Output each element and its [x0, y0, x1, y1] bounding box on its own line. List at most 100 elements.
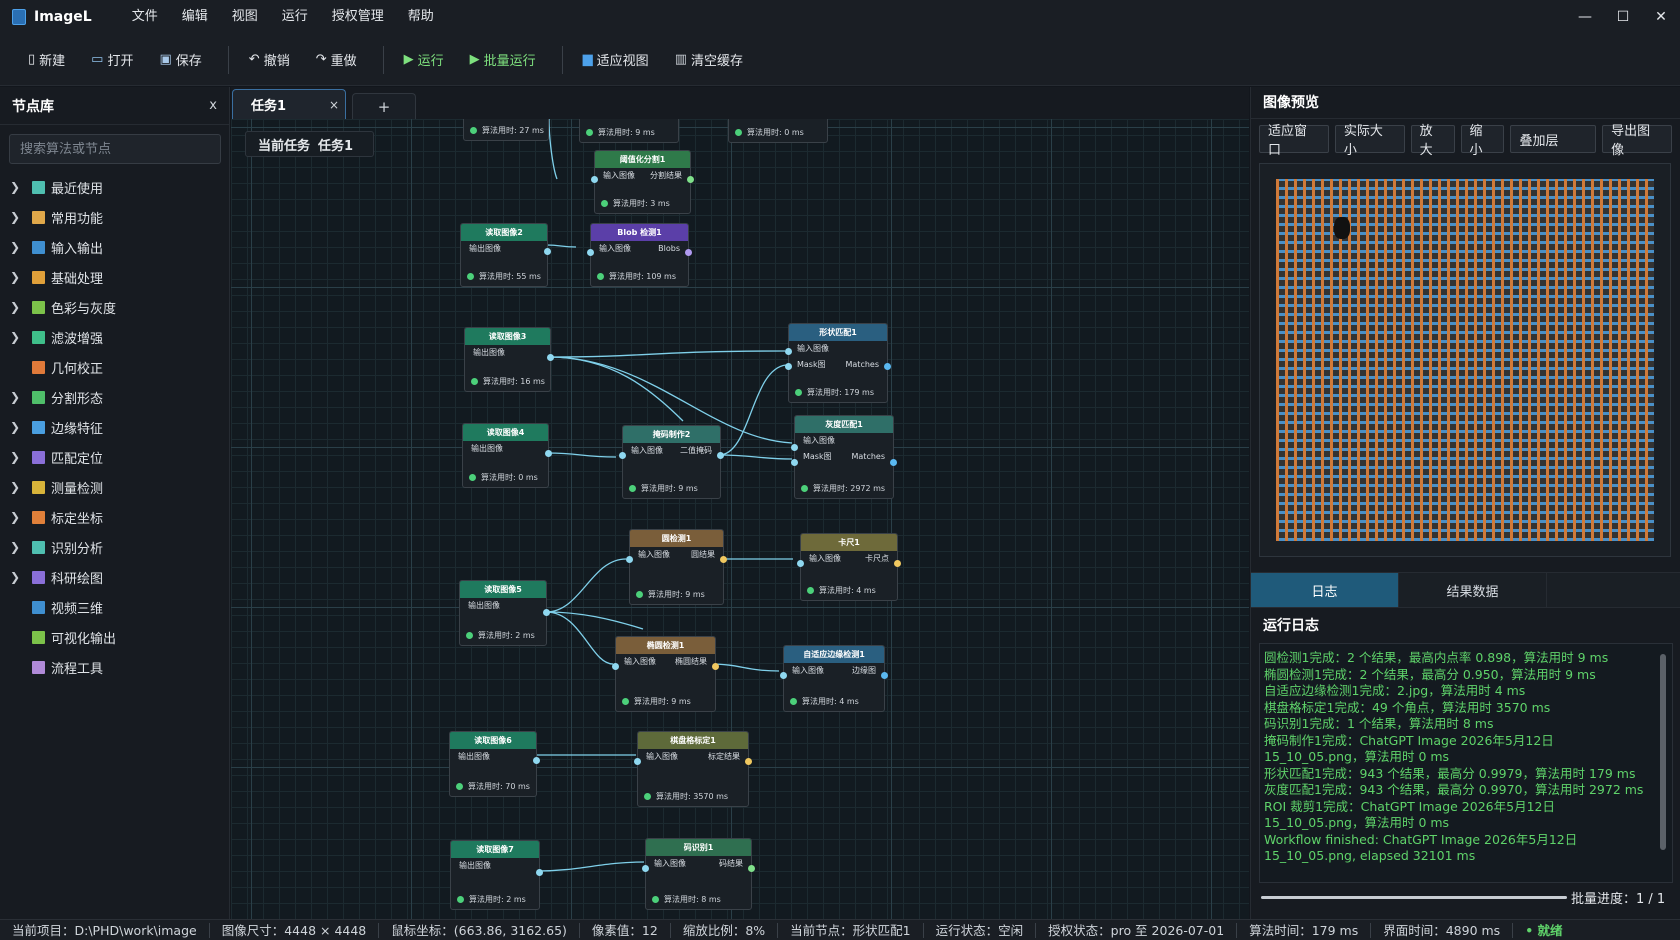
- menu-file[interactable]: 文件: [131, 9, 158, 24]
- output-port[interactable]: [881, 672, 888, 679]
- batch-run-button[interactable]: ▶批量运行: [460, 44, 546, 76]
- node-threshold-segmentation[interactable]: 阈值化分割1 输入图像分割结果 算法用时: 3 ms: [591, 150, 694, 214]
- add-tab-button[interactable]: +: [352, 93, 416, 119]
- menu-edit[interactable]: 编辑: [181, 9, 208, 24]
- category-item[interactable]: ❯分割形态: [0, 382, 229, 412]
- input-port[interactable]: [612, 663, 619, 670]
- output-port[interactable]: [720, 556, 727, 563]
- mask-port[interactable]: [791, 459, 798, 466]
- chevron-right-icon[interactable]: ❯: [10, 210, 21, 224]
- output-port[interactable]: [533, 757, 540, 764]
- category-item[interactable]: ❯输入输出: [0, 232, 229, 262]
- fit-view-button[interactable]: ▆适应视图: [573, 44, 659, 76]
- open-button[interactable]: ▭打开: [81, 44, 143, 76]
- redo-button[interactable]: ↷重做: [306, 44, 367, 76]
- menu-run[interactable]: 运行: [281, 9, 308, 24]
- output-port[interactable]: [687, 176, 694, 183]
- node-ellipse-detection[interactable]: 椭圆检测1 输入图像椭圆结果 算法用时: 9 ms: [612, 636, 719, 712]
- undo-button[interactable]: ↶撤销: [239, 44, 300, 76]
- input-port[interactable]: [587, 249, 594, 256]
- preview-viewport[interactable]: [1259, 163, 1671, 557]
- close-icon[interactable]: ×: [328, 97, 339, 112]
- export-image-button[interactable]: 导出图像: [1602, 124, 1672, 158]
- close-icon[interactable]: x: [209, 98, 217, 113]
- menu-view[interactable]: 视图: [231, 9, 258, 24]
- node-read-image-4[interactable]: 读取图像4 输出图像 算法用时: 0 ms: [462, 423, 552, 488]
- output-port[interactable]: [748, 865, 755, 872]
- chevron-right-icon[interactable]: ❯: [10, 510, 21, 524]
- input-port[interactable]: [626, 556, 633, 563]
- category-item[interactable]: 可视化输出: [0, 622, 229, 652]
- minimize-button[interactable]: —: [1578, 9, 1592, 25]
- overlay-select[interactable]: 叠加层: [1510, 125, 1597, 153]
- input-port[interactable]: [797, 560, 804, 567]
- output-port[interactable]: [712, 663, 719, 670]
- chevron-right-icon[interactable]: ❯: [10, 390, 21, 404]
- tab-result-data[interactable]: 结果数据: [1399, 573, 1547, 607]
- output-port[interactable]: [547, 354, 554, 361]
- chevron-right-icon[interactable]: ❯: [10, 240, 21, 254]
- category-item[interactable]: 几何校正: [0, 352, 229, 382]
- input-port[interactable]: [619, 452, 626, 459]
- fit-window-button[interactable]: 适应窗口: [1259, 124, 1329, 158]
- save-button[interactable]: ▣保存: [149, 44, 211, 76]
- category-item[interactable]: ❯科研绘图: [0, 562, 229, 592]
- output-port[interactable]: [544, 248, 551, 255]
- category-item[interactable]: ❯标定坐标: [0, 502, 229, 532]
- category-item[interactable]: ❯识别分析: [0, 532, 229, 562]
- chevron-right-icon[interactable]: ❯: [10, 570, 21, 584]
- category-item[interactable]: ❯色彩与灰度: [0, 292, 229, 322]
- workflow-node[interactable]: 算法用时: 0 ms: [728, 119, 828, 143]
- run-button[interactable]: ▶运行: [394, 44, 454, 76]
- tab-task1[interactable]: 任务1 ×: [232, 89, 346, 119]
- input-port[interactable]: [634, 758, 641, 765]
- node-read-image-7[interactable]: 读取图像7 输出图像 算法用时: 2 ms: [450, 840, 543, 910]
- input-port[interactable]: [791, 444, 798, 451]
- node-code-recognition[interactable]: 码识别1 输入图像码结果 算法用时: 8 ms: [642, 838, 755, 910]
- maximize-button[interactable]: ☐: [1616, 9, 1630, 25]
- output-port[interactable]: [543, 609, 550, 616]
- actual-size-button[interactable]: 实际大小: [1334, 124, 1405, 158]
- chevron-right-icon[interactable]: ❯: [10, 180, 21, 194]
- node-chessboard-calibration[interactable]: 棋盘格标定1 输入图像标定结果 算法用时: 3570 ms: [634, 731, 752, 807]
- workflow-node[interactable]: 算法用时: 27 ms: [463, 119, 549, 141]
- node-read-image-5[interactable]: 读取图像5 输出图像 算法用时: 2 ms: [459, 580, 550, 646]
- category-item[interactable]: ❯测量检测: [0, 472, 229, 502]
- chevron-right-icon[interactable]: ❯: [10, 330, 21, 344]
- new-button[interactable]: ▯新建: [18, 44, 75, 76]
- workflow-node[interactable]: 算法用时: 9 ms: [579, 119, 679, 143]
- category-item[interactable]: ❯常用功能: [0, 202, 229, 232]
- output-port[interactable]: [545, 450, 552, 457]
- chevron-right-icon[interactable]: ❯: [10, 270, 21, 284]
- node-read-image-2[interactable]: 读取图像2 输出图像 算法用时: 55 ms: [460, 223, 551, 287]
- node-read-image-3[interactable]: 读取图像3 输出图像 算法用时: 16 ms: [464, 327, 554, 392]
- output-port[interactable]: [894, 560, 901, 567]
- node-circle-detection[interactable]: 圆检测1 输入图像圆结果 算法用时: 9 ms: [626, 529, 727, 605]
- category-item[interactable]: ❯基础处理: [0, 262, 229, 292]
- tab-log[interactable]: 日志: [1251, 573, 1399, 607]
- menu-license[interactable]: 授权管理: [331, 9, 384, 24]
- output-port[interactable]: [890, 459, 897, 466]
- chevron-right-icon[interactable]: ❯: [10, 480, 21, 494]
- chevron-right-icon[interactable]: ❯: [10, 540, 21, 554]
- category-item[interactable]: ❯边缘特征: [0, 412, 229, 442]
- output-port[interactable]: [536, 869, 543, 876]
- input-port[interactable]: [780, 672, 787, 679]
- node-canvas[interactable]: 当前任务 任务1 算法用时: 27 ms 算法用时: 9 ms 算法用时: 0 …: [231, 119, 1249, 919]
- node-caliper[interactable]: 卡尺1 输入图像卡尺点 算法用时: 4 ms: [797, 533, 901, 601]
- chevron-right-icon[interactable]: ❯: [10, 420, 21, 434]
- category-item[interactable]: ❯最近使用: [0, 172, 229, 202]
- node-adaptive-edge-detection[interactable]: 自适应边缘检测1 输入图像边缘图 算法用时: 4 ms: [780, 645, 888, 712]
- node-read-image-6[interactable]: 读取图像6 输出图像 算法用时: 70 ms: [449, 731, 540, 797]
- category-item[interactable]: ❯匹配定位: [0, 442, 229, 472]
- node-search-input[interactable]: [9, 134, 221, 164]
- output-port[interactable]: [884, 363, 891, 370]
- close-window-button[interactable]: ✕: [1655, 9, 1667, 25]
- input-port[interactable]: [785, 348, 792, 355]
- category-item[interactable]: 流程工具: [0, 652, 229, 682]
- output-port[interactable]: [745, 758, 752, 765]
- output-port[interactable]: [717, 452, 724, 459]
- output-port[interactable]: [685, 249, 692, 256]
